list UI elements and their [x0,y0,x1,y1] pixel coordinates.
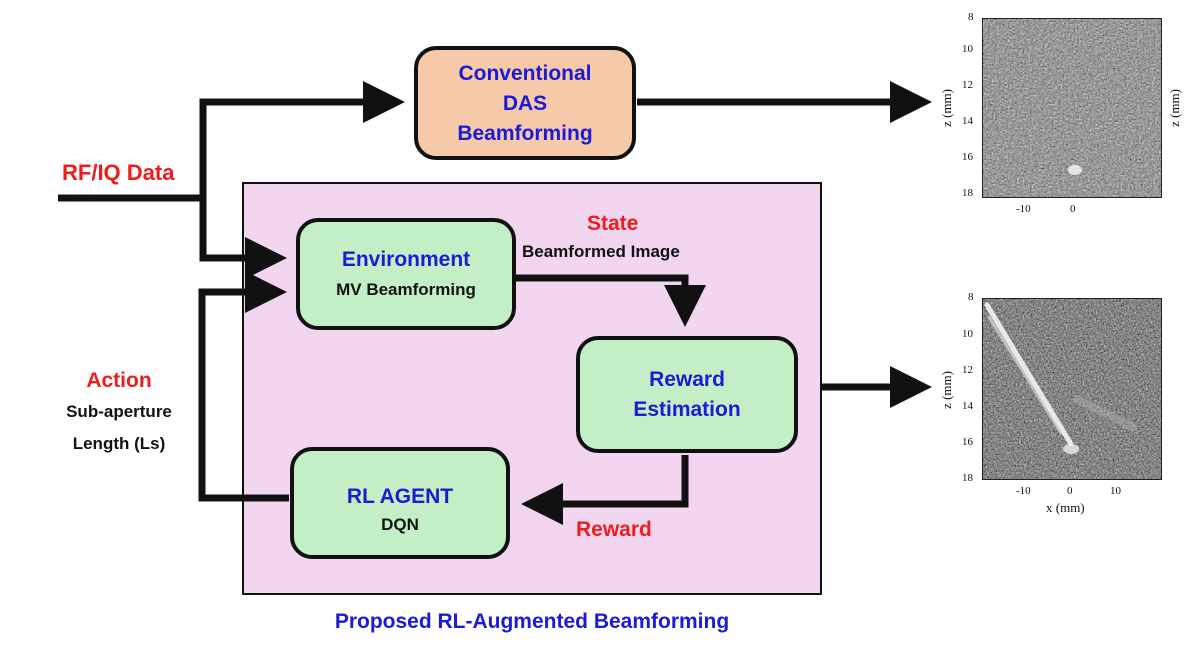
proposed-title: Proposed RL-Augmented Beamforming [334,610,730,633]
das-line3: Beamforming [457,122,593,145]
rl-speckle-texture [983,299,1161,479]
bottom-ytick-8: 8 [968,291,974,303]
reward-estimation-box: Reward Estimation [576,336,798,453]
top-ytick-14: 14 [962,115,973,127]
top-ylabel-right: z (mm) [1166,89,1182,127]
bottom-xlabel: x (mm) [1046,500,1085,515]
top-xtick-minus10: -10 [1016,203,1031,215]
action-arrow [198,271,289,502]
top-ytick-8: 8 [968,11,974,23]
rl-result-image [982,298,1162,480]
top-ytick-10: 10 [962,43,973,55]
state-label: State [587,212,639,235]
bottom-ytick-14: 14 [962,400,973,412]
action-line2: Length (Ls) [72,434,166,453]
environment-box: Environment MV Beamforming [296,218,516,330]
top-ytick-16: 16 [962,151,973,163]
das-line1: Conventional [458,62,592,85]
environment-title: Environment [341,248,471,271]
state-arrow [516,274,706,327]
bottom-ytick-10: 10 [962,328,973,340]
das-speckle-texture [983,19,1161,197]
environment-subtitle: MV Beamforming [336,280,476,299]
bottom-xtick-10: 10 [1110,485,1121,497]
das-line2: DAS [502,92,548,115]
reward-estimation-line2: Estimation [633,398,741,421]
bottom-xtick-0: 0 [1067,485,1073,497]
action-line1: Sub-aperture [66,402,172,421]
reward-label: Reward [576,518,652,541]
bottom-ytick-12: 12 [962,364,973,376]
bottom-ytick-18: 18 [962,472,973,484]
das-result-image [982,18,1162,198]
bottom-xtick-minus10: -10 [1016,485,1031,497]
rf-to-das-arrow [199,81,405,198]
reward-estimation-line1: Reward [649,368,725,391]
rl-agent-title: RL AGENT [346,485,454,508]
state-subtitle: Beamformed Image [522,242,680,261]
top-ytick-18: 18 [962,187,973,199]
top-ytick-12: 12 [962,79,973,91]
rf-iq-data-label: RF/IQ Data [62,160,175,185]
rl-agent-box: RL AGENT DQN [290,447,510,559]
rl-agent-subtitle: DQN [381,515,419,534]
action-label: Action [86,369,152,392]
conventional-das-box: Conventional DAS Beamforming [414,46,636,160]
top-ylabel: z (mm) [938,89,954,127]
top-xtick-0: 0 [1070,203,1076,215]
reward-arrow [521,455,689,525]
rf-to-environment-arrow [199,198,287,279]
bottom-ytick-16: 16 [962,436,973,448]
bottom-ylabel: z (mm) [938,371,954,409]
